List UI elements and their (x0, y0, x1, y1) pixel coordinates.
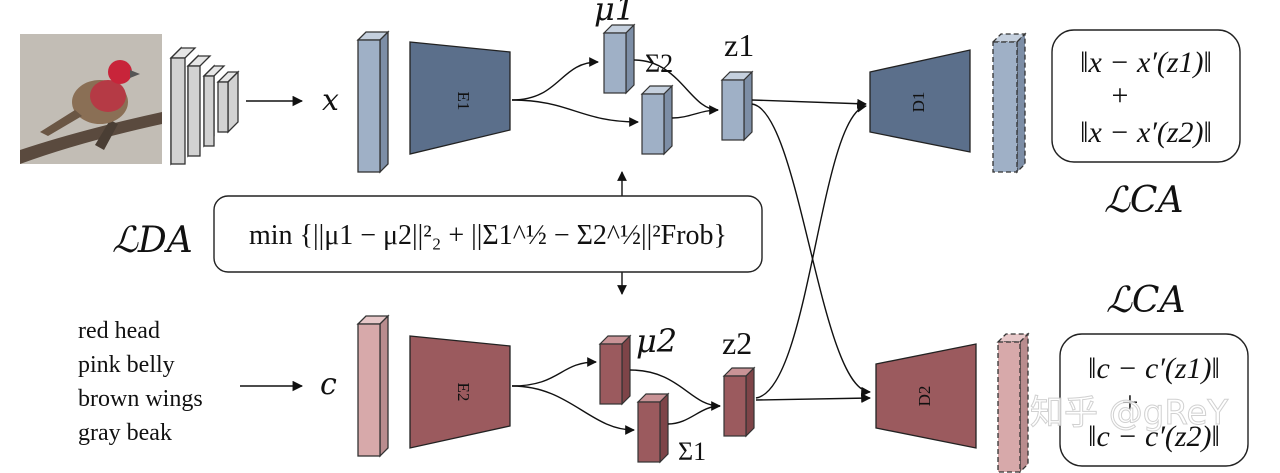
arrow-z1-to-d2 (751, 103, 871, 397)
mu2-label: μ2 (636, 322, 677, 360)
arrow-e2-to-mu2 (511, 357, 597, 387)
bird-image (20, 34, 162, 164)
arrow-e2-to-sigma1 (511, 385, 635, 435)
arrow-e1-to-mu1 (511, 57, 599, 101)
c-label: c (320, 367, 337, 402)
l-ca-top-label: ℒCA (1104, 180, 1183, 221)
ca-bottom-term-2: ‖c − c′(z2)‖ (1088, 420, 1220, 453)
arrow-sigma2-to-z1 (671, 109, 719, 119)
ca-bottom-term-1: ‖c − c′(z1)‖ (1088, 352, 1220, 385)
arrow-e1-to-sigma2 (511, 99, 639, 127)
encoder-e2 (409, 335, 511, 449)
ca-top-term-2: ‖x − x′(z2)‖ (1080, 116, 1212, 149)
decoder-d1 (869, 49, 971, 153)
arrow-z1-to-d1 (751, 98, 867, 109)
decoder-d2 (875, 343, 977, 449)
encoder-e2-label: E2 (454, 383, 473, 402)
decoder-d1-label: D1 (909, 92, 928, 113)
l-da-label: ℒDA (112, 220, 193, 261)
attribute-item: red head (78, 318, 160, 344)
x-label: x (322, 83, 339, 118)
arrow-sigma1-to-z2 (667, 405, 721, 425)
da-formula: min {||μ1 − μ2||²₂ + ||Σ1^½ − Σ2^½||²Fro… (249, 220, 727, 251)
decoder-d2-label: D2 (915, 386, 934, 407)
sigma1-block (636, 392, 670, 464)
sigma1-label: Σ1 (678, 437, 706, 466)
attribute-item: gray beak (78, 420, 172, 446)
c-feature-bar (356, 314, 390, 458)
attribute-item: brown wings (78, 386, 203, 412)
z2-label: z2 (722, 325, 752, 361)
ca-bottom-box (1059, 333, 1249, 467)
attribute-list: red head pink belly brown wings gray bea… (78, 318, 203, 446)
arrow-mu1-to-z1 (633, 59, 719, 115)
mu1-label: μ1 (594, 0, 635, 28)
ca-top-term-1: ‖x − x′(z1)‖ (1080, 46, 1212, 79)
attribute-item: pink belly (78, 352, 175, 378)
da-formula-box (213, 195, 763, 273)
sigma2-label: Σ2 (645, 49, 673, 78)
l-ca-bottom-label: ℒCA (1106, 280, 1185, 321)
encoder-e1-label: E1 (454, 92, 473, 111)
z2-block (722, 366, 756, 438)
arrow-mu2-to-z2 (629, 369, 721, 411)
encoder-e1 (409, 41, 511, 155)
watermark: 知乎 @gReY (1030, 393, 1228, 433)
mu1-block (602, 23, 636, 95)
ca-top-plus: + (1112, 79, 1129, 112)
arrow-z2-to-d1 (755, 102, 867, 399)
cnn-feature-stack (169, 46, 240, 166)
c-reconstruction-bar (996, 332, 1030, 473)
x-reconstruction-bar (991, 32, 1027, 174)
z1-label: z1 (724, 27, 754, 63)
mu2-block (598, 334, 632, 406)
arrow-z2-to-d2 (755, 393, 871, 404)
ca-top-box (1051, 29, 1241, 163)
ca-bottom-plus: + (1122, 386, 1139, 419)
x-feature-bar (356, 30, 390, 174)
z1-block (720, 70, 754, 142)
sigma2-block (640, 84, 674, 156)
